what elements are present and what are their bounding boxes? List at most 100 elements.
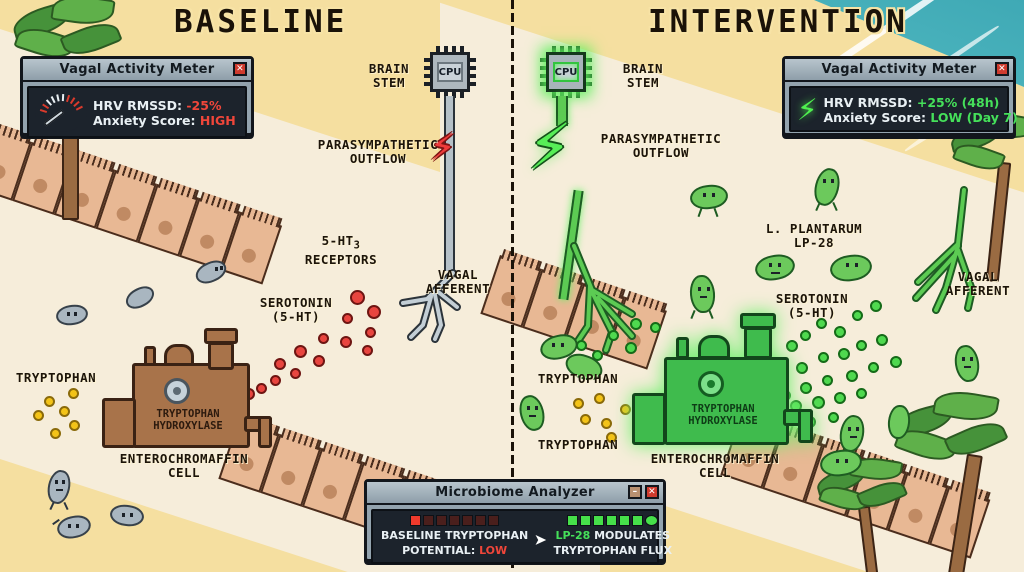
tryptophan-molecule xyxy=(580,414,591,425)
lp28-accent: LP-28 xyxy=(555,529,591,542)
serotonin-molecule xyxy=(834,392,846,404)
serotonin-molecule xyxy=(818,352,829,363)
serotonin-molecule xyxy=(313,355,325,367)
led-segment xyxy=(488,515,500,526)
serotonin-molecule xyxy=(856,388,867,399)
vagal-afferent-branches-left xyxy=(399,269,461,343)
lp28-flux-bar xyxy=(553,515,672,526)
tryptophan-label-left: TRYPTOPHAN xyxy=(15,370,97,385)
window-titlebar: Vagal Activity Meter ✕ xyxy=(23,59,251,82)
anxiety-label: Anxiety Score: xyxy=(823,110,926,125)
lp28-rest: MODULATES xyxy=(590,529,671,542)
serotonin-molecule xyxy=(294,345,307,358)
led-segment xyxy=(580,515,592,526)
lightning-bolt-left: ⚡ xyxy=(430,121,456,170)
panel-title-baseline: BASELINE xyxy=(174,4,348,40)
serotonin-molecule xyxy=(856,340,867,351)
serotonin-molecule xyxy=(828,412,839,423)
led-segment xyxy=(567,515,579,526)
anxiety-value: HIGH xyxy=(199,113,236,128)
panel-title-intervention: INTERVENTION xyxy=(648,4,908,40)
window-title-text: Vagal Activity Meter xyxy=(821,62,977,77)
baseline-tryptophan-bar xyxy=(381,515,528,526)
receptor-knob-1 xyxy=(350,290,365,305)
serotonin-molecule xyxy=(290,368,301,379)
brain-stem-cpu-left: CPU xyxy=(424,46,476,98)
minimize-icon[interactable]: – xyxy=(628,485,642,499)
cpu-label: CPU xyxy=(437,62,463,82)
vagal-nerve-trunk-right xyxy=(556,96,568,126)
serotonin-label-left: SEROTONIN(5-HT) xyxy=(259,295,333,324)
anxiety-row: Anxiety Score: LOW (Day 7) xyxy=(823,110,1017,125)
serotonin-molecule xyxy=(816,318,827,329)
serotonin-molecule xyxy=(630,318,642,330)
serotonin-molecule xyxy=(340,336,352,348)
baseline-potential-value: LOW xyxy=(479,544,508,557)
baseline-line1: BASELINE TRYPTOPHAN xyxy=(381,529,529,542)
anxiety-label: Anxiety Score: xyxy=(93,113,196,128)
hrv-label: HRV RMSSD: xyxy=(823,95,913,110)
hrv-label: HRV RMSSD: xyxy=(93,98,182,113)
brain-stem-cpu-right: CPU xyxy=(540,46,592,98)
serotonin-molecule xyxy=(890,356,902,368)
serotonin-molecule xyxy=(822,375,833,386)
tryptophan-molecule xyxy=(69,420,80,431)
hrv-row: HRV RMSSD: +25% (48h) xyxy=(823,95,1017,110)
window-title-text: Microbiome Analyzer xyxy=(435,485,595,500)
led-segment xyxy=(475,515,487,526)
serotonin-label-right: SEROTONIN(5-HT) xyxy=(775,291,849,320)
hrv-value: +25% (48h) xyxy=(916,95,1000,110)
lp28-line2: TRYPTOPHAN FLUX xyxy=(553,544,673,557)
tryptophan-molecule xyxy=(573,398,584,409)
hrv-value: -25% xyxy=(186,98,222,113)
tryptophan-molecule xyxy=(50,428,61,439)
tryptophan-molecule xyxy=(33,410,44,421)
cpu-label: CPU xyxy=(553,62,579,82)
led-segment xyxy=(462,515,474,526)
serotonin-molecule xyxy=(318,333,329,344)
window-titlebar: Microbiome Analyzer – ✕ xyxy=(367,482,663,505)
baseline-line2: POTENTIAL: LOW xyxy=(381,543,528,558)
vagal-afferent-branches-right xyxy=(912,186,977,314)
serotonin-molecule xyxy=(270,375,281,386)
led-segment xyxy=(423,515,435,526)
vagal-activity-meter-right[interactable]: Vagal Activity Meter ✕ ⚡ HRV RMSSD: +25%… xyxy=(782,56,1018,136)
arrow-right-icon: ➤ xyxy=(534,528,548,554)
tryptophan-molecule xyxy=(601,418,612,429)
close-icon[interactable]: ✕ xyxy=(645,485,659,499)
tryptophan-molecule xyxy=(594,393,605,404)
led-segment xyxy=(593,515,605,526)
serotonin-molecule xyxy=(812,396,825,409)
serotonin-molecule xyxy=(625,342,637,354)
serotonin-molecule xyxy=(870,300,882,312)
led-segment xyxy=(449,515,461,526)
serotonin-molecule xyxy=(868,362,879,373)
tryptophan-molecule xyxy=(620,404,631,415)
window-title-text: Vagal Activity Meter xyxy=(59,62,215,77)
receptor-knob-3 xyxy=(365,327,376,338)
close-icon[interactable]: ✕ xyxy=(995,62,1009,76)
serotonin-molecule xyxy=(650,322,661,333)
tryptophan-molecule xyxy=(606,432,617,443)
tryptophan-molecule xyxy=(59,406,70,417)
gauge-icon xyxy=(35,92,87,132)
lp28-line1: LP-28 MODULATES xyxy=(553,528,672,543)
microbiome-analyzer-window[interactable]: Microbiome Analyzer – ✕ BASELINE TRYPTOP… xyxy=(364,479,672,564)
vagal-nerve-trunk-left xyxy=(444,96,455,271)
lightning-bolt-right: ⚡ xyxy=(528,102,572,186)
vagal-activity-meter-left[interactable]: Vagal Activity Meter ✕ xyxy=(20,56,254,138)
baseline-potential-label: POTENTIAL: xyxy=(402,544,476,557)
serotonin-molecule xyxy=(342,313,353,324)
serotonin-molecule xyxy=(786,340,798,352)
serotonin-molecule xyxy=(800,382,812,394)
serotonin-molecule xyxy=(800,330,811,341)
close-icon[interactable]: ✕ xyxy=(233,62,247,76)
serotonin-molecule xyxy=(608,330,619,341)
